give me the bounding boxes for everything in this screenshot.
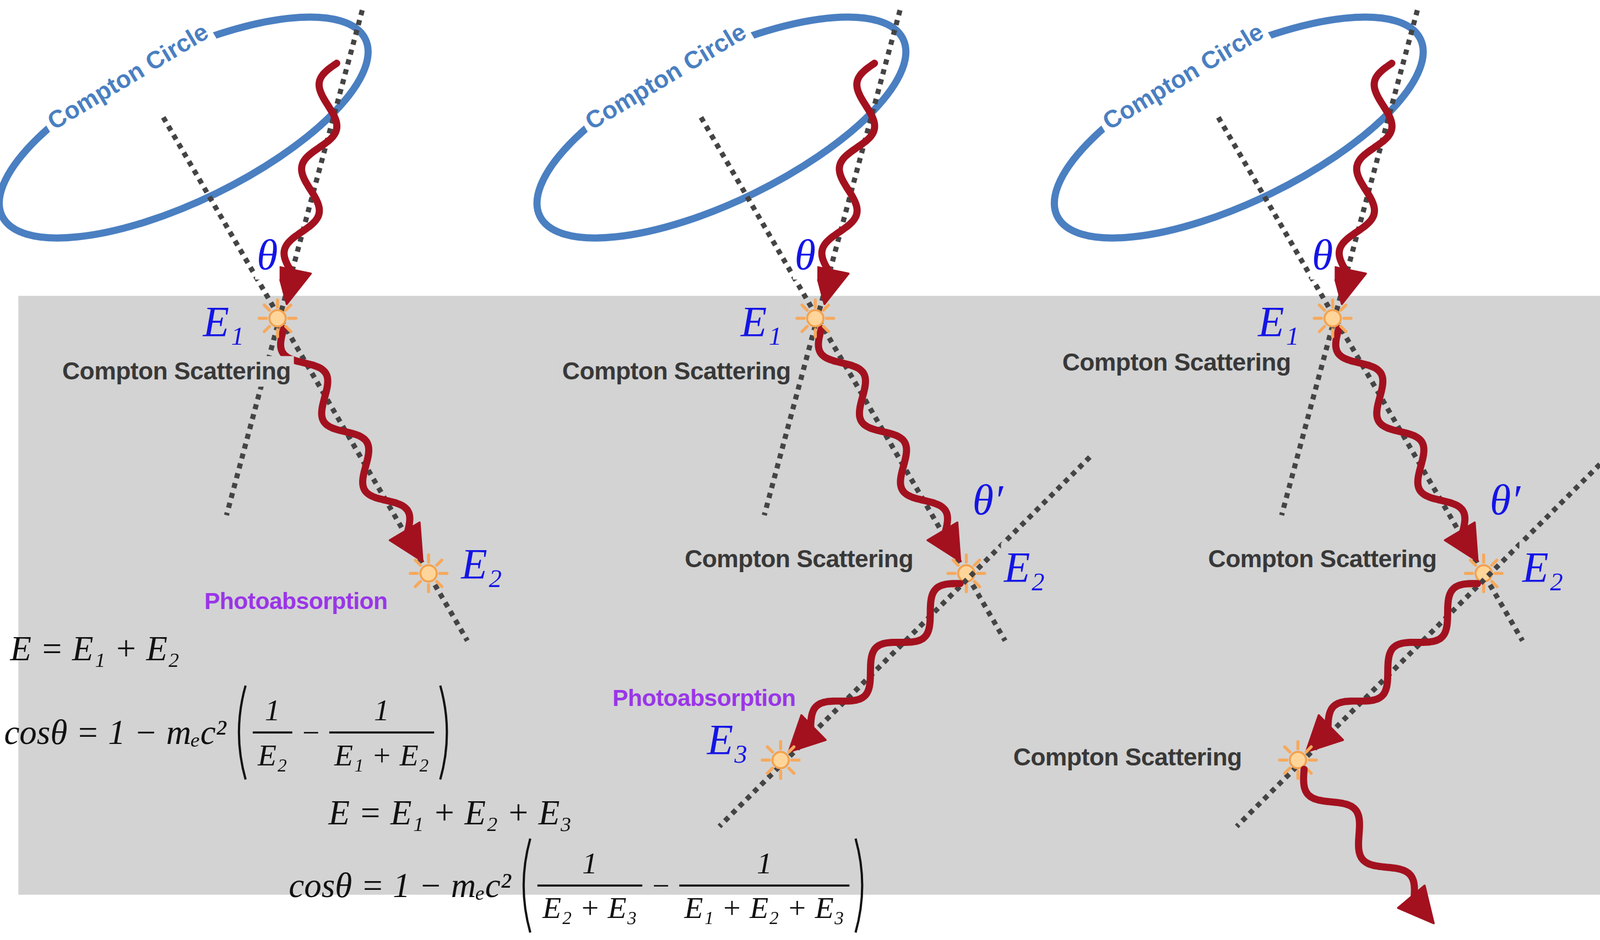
fraction-denominator: E₂ (257, 737, 287, 773)
fraction-numerator: 1 (264, 692, 281, 728)
fraction-bar (537, 884, 643, 887)
interaction-label: Compton Scattering (1010, 741, 1245, 773)
angle-equation: cosθ = 1 − mₑc² (288, 866, 511, 905)
fraction-denominator: E₂ + E₃ (542, 890, 638, 926)
scattering-angle: θ (255, 230, 281, 280)
interaction-label: Compton Scattering (1205, 543, 1440, 575)
detector-band (18, 295, 1600, 896)
energy-deposit: E₁ (199, 296, 248, 346)
energy-deposit: E₁ (737, 296, 785, 346)
energy-deposit: E₂ (1519, 543, 1567, 593)
parenthesis (440, 685, 447, 780)
minus-sign: − (300, 715, 322, 751)
fraction-denominator: E₁ + E₂ (334, 737, 430, 773)
fraction-bar (679, 884, 850, 887)
panel-three (1024, 0, 1523, 641)
scattering-angle: θ′ (1487, 475, 1523, 525)
fraction-numerator: 1 (756, 845, 773, 881)
equation-art (239, 685, 863, 933)
fraction-denominator: E₁ + E₂ + E₃ (684, 890, 845, 926)
interaction-label: Compton Scattering (58, 356, 294, 388)
interaction-label: Compton Scattering (1059, 346, 1294, 378)
scattering-angle: θ (1309, 230, 1336, 280)
angle-equation: cosθ = 1 − mₑc² (3, 713, 226, 752)
interaction-label: Compton Scattering (681, 543, 917, 575)
energy-deposit: E₁ (1255, 296, 1303, 346)
parenthesis (855, 838, 862, 933)
compton-circle-label: Compton Circle (38, 14, 218, 139)
compton-circle-label: Compton Circle (575, 14, 755, 139)
scattering-angle: θ (792, 230, 818, 280)
interaction-label: Compton Scattering (559, 356, 794, 388)
fraction-bar (329, 731, 435, 734)
panel-three-second (1236, 457, 1600, 827)
energy-deposit: E₂ (1000, 543, 1049, 593)
energy-deposit: E₂ (458, 539, 506, 589)
parenthesis (523, 838, 531, 933)
absorption-label: Photoabsorption (609, 682, 800, 713)
panel-one (0, 0, 468, 641)
scattering-angle: θ′ (970, 475, 1006, 525)
absorption-label: Photoabsorption (201, 586, 391, 616)
panel-two (507, 0, 1006, 641)
fraction-numerator: 1 (582, 845, 598, 881)
energy-deposit: E₃ (703, 715, 752, 765)
energy-equation: E = E₁ + E₂ + E₃ (328, 793, 573, 833)
parenthesis (239, 685, 246, 780)
panel-three-escape (1303, 769, 1434, 924)
energy-equation: E = E₁ + E₂ (10, 629, 180, 669)
minus-sign: − (650, 868, 672, 904)
fraction-bar (252, 731, 293, 734)
compton-circle-label: Compton Circle (1093, 14, 1273, 139)
fraction-numerator: 1 (373, 692, 390, 728)
